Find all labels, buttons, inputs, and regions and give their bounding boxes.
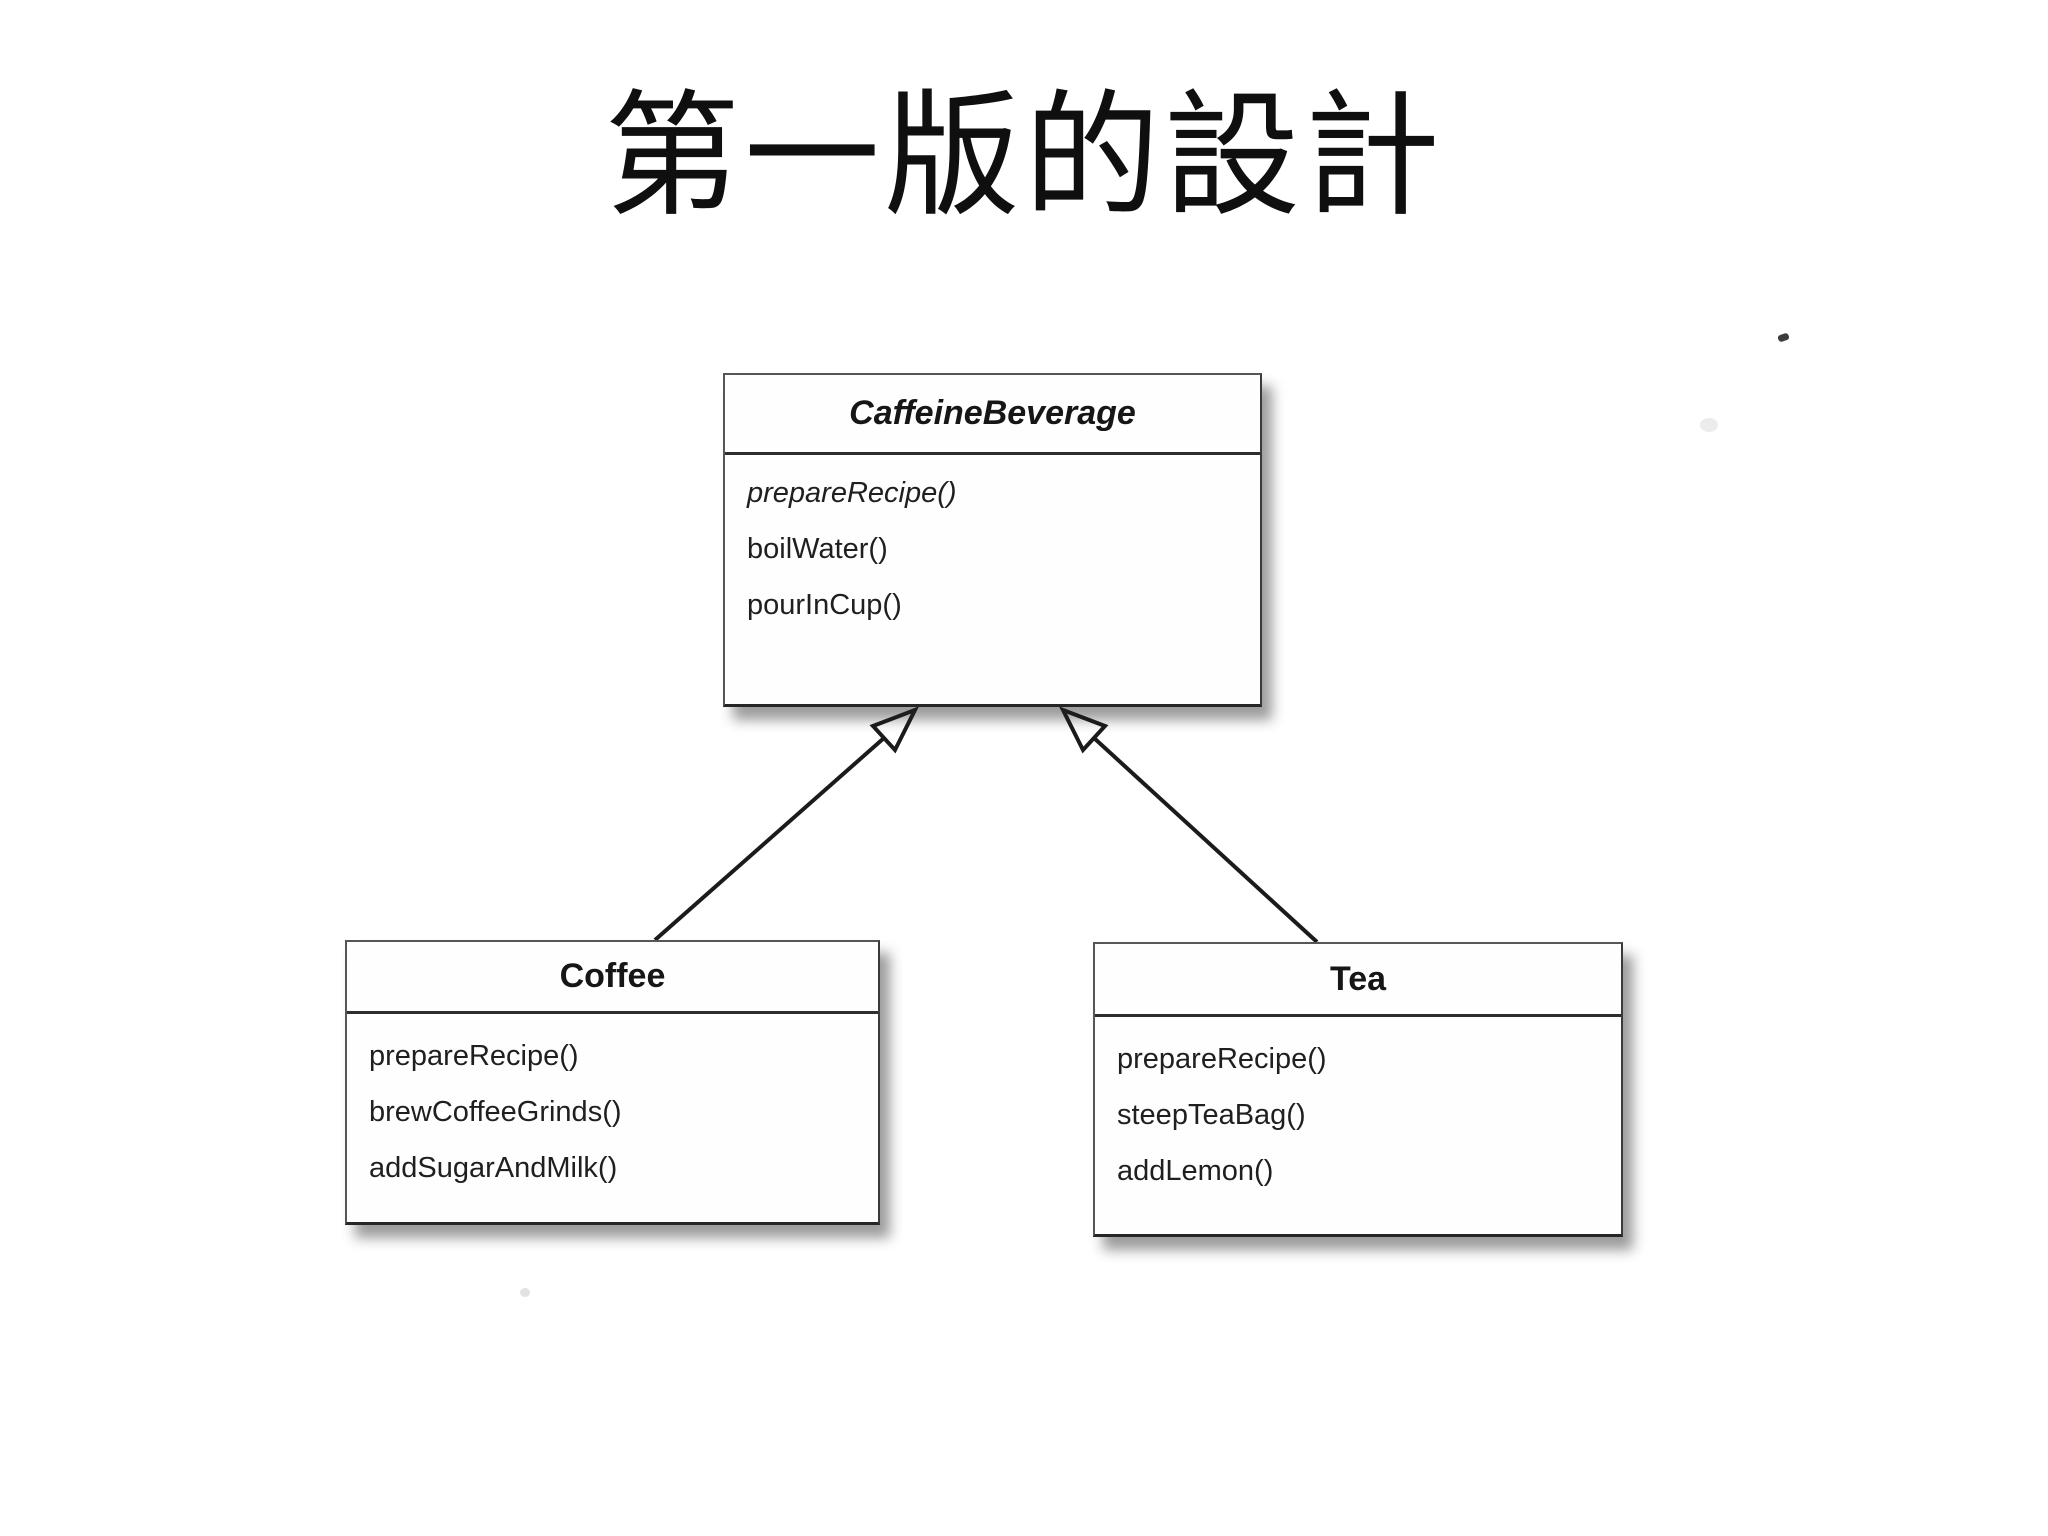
method-brew-coffee-grinds: brewCoffeeGrinds() (369, 1095, 622, 1128)
class-box-caffeine-beverage: CaffeineBeverage prepareRecipe() boilWat… (723, 373, 1262, 707)
methods-compartment-caffeine-beverage: prepareRecipe() boilWater() pourInCup() (725, 455, 1260, 633)
generalization-line-tea (1092, 736, 1319, 944)
method-steep-tea-bag: steepTeaBag() (1117, 1098, 1306, 1131)
class-name-coffee: Coffee (347, 942, 878, 1014)
class-box-coffee: Coffee prepareRecipe() brewCoffeeGrinds(… (345, 940, 880, 1225)
method-prepare-recipe-coffee: prepareRecipe() (369, 1039, 579, 1072)
method-add-lemon: addLemon() (1117, 1154, 1274, 1187)
slide-title: 第一版的設計 (604, 80, 1444, 232)
methods-compartment-coffee: prepareRecipe() brewCoffeeGrinds() addSu… (347, 1014, 878, 1196)
class-name-tea: Tea (1095, 944, 1621, 1017)
scan-artifact-smudge (1700, 418, 1718, 432)
class-box-tea: Tea prepareRecipe() steepTeaBag() addLem… (1093, 942, 1623, 1237)
scan-artifact-dot (520, 1288, 530, 1297)
method-prepare-recipe: prepareRecipe() (747, 476, 957, 509)
generalization-arrowhead-tea (1058, 706, 1109, 754)
method-pour-in-cup: pourInCup() (747, 588, 902, 621)
method-add-sugar-and-milk: addSugarAndMilk() (369, 1151, 618, 1184)
class-name-caffeine-beverage: CaffeineBeverage (725, 375, 1260, 455)
generalization-arrowhead-coffee (869, 706, 920, 754)
method-boil-water: boilWater() (747, 532, 888, 565)
method-prepare-recipe-tea: prepareRecipe() (1117, 1042, 1327, 1075)
generalization-line-coffee (653, 736, 886, 942)
methods-compartment-tea: prepareRecipe() steepTeaBag() addLemon() (1095, 1017, 1621, 1199)
